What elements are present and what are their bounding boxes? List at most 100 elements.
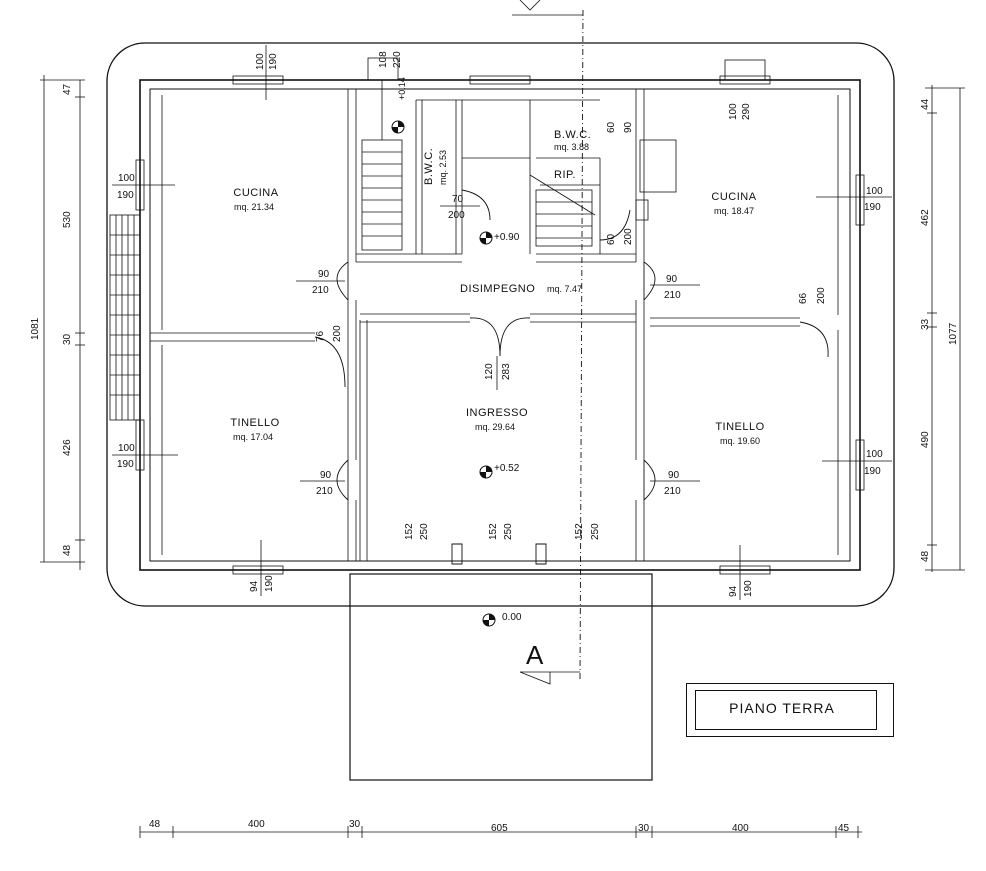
svg-text:48: 48 [62, 544, 73, 556]
room-name-rip: RIP. [554, 169, 576, 181]
room-name-tinello-left: TINELLO [230, 417, 279, 429]
opening-dims: 100 190 108 220 100 290 60 90 70 200 60 … [112, 45, 892, 600]
section-arrow-bottom [519, 671, 580, 685]
svg-text:120: 120 [484, 363, 495, 380]
drawing-title-box: PIANO TERRA [686, 683, 894, 737]
svg-text:400: 400 [248, 819, 265, 830]
windows [135, 57, 865, 575]
level-marker: 0.00 [502, 612, 522, 623]
svg-text:530: 530 [62, 211, 73, 228]
svg-text:100: 100 [255, 53, 266, 70]
svg-text:283: 283 [501, 363, 512, 380]
svg-text:152: 152 [488, 523, 499, 540]
room-area-ingresso: mq. 29.64 [475, 422, 515, 432]
dimension-chain-left: 47 530 30 426 48 1081 [30, 75, 85, 570]
section-line [579, 9, 584, 681]
section-marker-label: A [526, 640, 544, 670]
svg-text:220: 220 [392, 51, 403, 68]
svg-text:190: 190 [117, 190, 134, 201]
room-name-cucina-left: CUCINA [233, 187, 278, 199]
svg-text:45: 45 [838, 823, 850, 834]
svg-text:108: 108 [378, 51, 389, 68]
svg-text:210: 210 [664, 486, 681, 497]
room-name-tinello-right: TINELLO [715, 421, 764, 433]
svg-text:1077: 1077 [948, 322, 959, 345]
svg-text:605: 605 [491, 823, 508, 834]
svg-text:210: 210 [312, 285, 329, 296]
svg-text:190: 190 [864, 202, 881, 213]
svg-text:100: 100 [118, 443, 135, 454]
svg-text:48: 48 [149, 819, 161, 830]
svg-text:30: 30 [638, 823, 650, 834]
svg-text:100: 100 [118, 173, 135, 184]
svg-text:190: 190 [743, 580, 754, 597]
svg-text:70: 70 [452, 194, 464, 205]
room-area-disimpegno: mq. 7.47 [547, 284, 582, 294]
room-area-tinello-right: mq. 19.60 [720, 436, 760, 446]
svg-text:190: 190 [268, 53, 279, 70]
svg-text:250: 250 [590, 523, 601, 540]
door-swings [314, 189, 829, 565]
svg-text:100: 100 [866, 186, 883, 197]
staircase [361, 80, 596, 251]
room-area-bwc-left: mq. 2.53 [438, 150, 448, 185]
dimension-chain-bottom: 48 400 30 605 30 400 45 [139, 819, 862, 838]
svg-text:250: 250 [419, 523, 430, 540]
exterior-steps-left [109, 214, 141, 421]
svg-text:200: 200 [448, 210, 465, 221]
room-name-disimpegno: DISIMPEGNO [460, 283, 535, 295]
room-area-bwc-right: mq. 3.88 [554, 142, 589, 152]
level-marker: +0.52 [494, 463, 520, 474]
svg-text:90: 90 [623, 121, 634, 133]
svg-text:60: 60 [606, 233, 617, 245]
svg-text:90: 90 [318, 269, 330, 280]
building-plinth-outline [106, 42, 895, 607]
svg-text:210: 210 [664, 290, 681, 301]
dimension-chain-right: 44 462 33 490 48 1077 [920, 85, 965, 572]
svg-text:30: 30 [349, 819, 361, 830]
svg-text:490: 490 [920, 431, 931, 448]
svg-text:200: 200 [332, 325, 343, 342]
front-terrace [349, 573, 653, 781]
svg-text:48: 48 [920, 550, 931, 562]
drawing-title: PIANO TERRA [729, 700, 835, 716]
svg-text:44: 44 [920, 98, 931, 110]
svg-text:250: 250 [503, 523, 514, 540]
svg-text:76: 76 [315, 330, 326, 342]
room-name-bwc-right: B.W.C. [554, 129, 591, 141]
svg-text:47: 47 [62, 83, 73, 95]
level-marker: +0.90 [494, 232, 520, 243]
svg-text:100: 100 [728, 103, 739, 120]
svg-text:90: 90 [320, 470, 332, 481]
svg-text:190: 190 [117, 459, 134, 470]
svg-text:200: 200 [623, 228, 634, 245]
svg-text:90: 90 [668, 470, 680, 481]
svg-text:152: 152 [404, 523, 415, 540]
svg-text:100: 100 [866, 449, 883, 460]
svg-text:66: 66 [798, 292, 809, 304]
level-marker: +0.14 [397, 77, 407, 100]
svg-text:94: 94 [728, 585, 739, 597]
room-area-cucina-left: mq. 21.34 [234, 202, 274, 212]
outer-wall-inner-line [149, 88, 851, 562]
room-name-ingresso: INGRESSO [466, 407, 528, 419]
svg-text:210: 210 [316, 486, 333, 497]
section-arrow-top [512, 0, 583, 16]
svg-text:190: 190 [864, 466, 881, 477]
room-area-tinello-left: mq. 17.04 [233, 432, 273, 442]
svg-text:30: 30 [62, 333, 73, 345]
svg-text:190: 190 [264, 575, 275, 592]
svg-text:94: 94 [249, 580, 260, 592]
svg-text:462: 462 [920, 209, 931, 226]
room-name-cucina-right: CUCINA [711, 191, 756, 203]
room-name-bwc-left: B.W.C. [423, 148, 435, 185]
outer-wall [139, 79, 861, 571]
svg-text:33: 33 [920, 318, 931, 330]
svg-text:60: 60 [606, 121, 617, 133]
svg-text:152: 152 [574, 523, 585, 540]
svg-text:1081: 1081 [30, 317, 41, 340]
svg-text:200: 200 [816, 287, 827, 304]
svg-text:290: 290 [741, 103, 752, 120]
level-marker-symbols [391, 120, 496, 627]
